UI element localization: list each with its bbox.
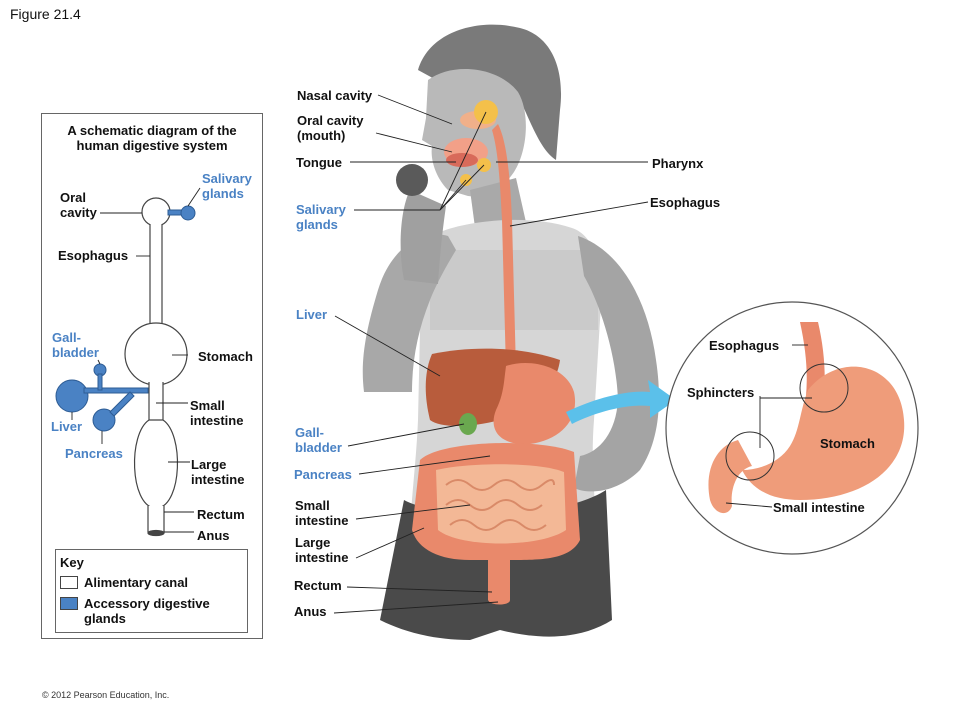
- sch-liver: [55, 379, 89, 413]
- figure-label: Figure 21.4: [10, 6, 81, 22]
- sch-label-rectum: Rectum: [197, 507, 245, 522]
- key-label-alimentary: Alimentary canal: [84, 575, 189, 590]
- sch-label-large-intestine: Large intestine: [191, 457, 245, 487]
- label-pancreas: Pancreas: [294, 467, 352, 482]
- label-esophagus: Esophagus: [650, 195, 721, 210]
- sch-label-small-intestine: Small intestine: [190, 398, 244, 428]
- rectum-shape: [488, 556, 510, 605]
- head: [422, 68, 526, 197]
- sch-large-intestine: [133, 419, 179, 509]
- label-pharynx: Pharynx: [652, 156, 704, 171]
- label-liver: Liver: [296, 307, 328, 322]
- sch-label-stomach: Stomach: [198, 349, 253, 364]
- sch-salivary-gland: [180, 205, 196, 221]
- label-salivary-glands: Salivary glands: [296, 202, 346, 232]
- inset-label-stomach: Stomach: [820, 436, 875, 451]
- label-large-intestine: Large intestine: [295, 535, 349, 565]
- sch-label-esophagus: Esophagus: [58, 248, 129, 263]
- label-oral-cavity: Oral cavity (mouth): [297, 113, 364, 143]
- inset-label-sphincters: Sphincters: [687, 385, 755, 400]
- inset-label-small-intestine: Small intestine: [773, 500, 865, 515]
- label-nasal-cavity: Nasal cavity: [297, 88, 373, 103]
- sch-oral-cavity: [141, 197, 171, 227]
- sch-stomach: [124, 322, 188, 386]
- callout-arrow: [566, 380, 676, 424]
- sch-label-liver: Liver: [51, 419, 83, 434]
- key-title: Key: [60, 555, 84, 570]
- hair: [418, 24, 562, 160]
- sch-pancreas: [92, 408, 116, 432]
- inset-stomach: [742, 366, 905, 500]
- label-small-intestine: Small intestine: [295, 498, 349, 528]
- inset-sphincter-lower: [725, 431, 775, 481]
- schematic-title: A schematic diagram of the human digesti…: [67, 123, 237, 153]
- sch-liver-duct: [83, 387, 149, 394]
- sch-label-anus: Anus: [197, 528, 230, 543]
- sch-label-oral-cavity: Oral cavity: [60, 190, 97, 220]
- sch-label-salivary-glands: Salivary glands: [202, 171, 252, 201]
- schematic-leader-lines: [71, 187, 201, 533]
- key-swatch-accessory: [60, 597, 78, 610]
- schematic-diagram: [55, 187, 201, 537]
- leader-lines: [333, 94, 812, 614]
- key-swatch-alimentary: [60, 576, 78, 589]
- label-gallbladder: Gall- bladder: [295, 425, 342, 455]
- key-label-accessory: Accessory digestive glands: [84, 596, 210, 626]
- key-box: Key Alimentary canal Accessory digestive…: [55, 549, 248, 633]
- sch-pancreatic-duct: [109, 391, 135, 417]
- label-anus: Anus: [294, 604, 327, 619]
- sch-label-pancreas: Pancreas: [65, 446, 123, 461]
- inset-small-intestine: [708, 440, 752, 514]
- copyright-notice: © 2012 Pearson Education, Inc.: [42, 690, 170, 700]
- sch-small-intestine: [149, 382, 163, 422]
- apple: [396, 164, 428, 196]
- label-tongue: Tongue: [296, 155, 342, 170]
- forearm: [400, 190, 446, 284]
- sch-esophagus: [150, 224, 162, 326]
- right-arm: [574, 236, 659, 492]
- inset-label-esophagus: Esophagus: [709, 338, 780, 353]
- stomach-shape: [493, 363, 576, 445]
- sch-gallbladder-duct: [97, 373, 103, 391]
- gallbladder-shape: [459, 413, 477, 435]
- small-intestine-coils: [445, 479, 555, 531]
- label-rectum: Rectum: [294, 578, 342, 593]
- sch-anus: [147, 529, 165, 537]
- inset-sphincter-upper: [799, 363, 849, 413]
- small-intestine-shape: [436, 464, 566, 544]
- tongue-shape: [446, 153, 478, 167]
- esophagus-tube: [492, 124, 516, 370]
- sch-label-gallbladder: Gall- bladder: [52, 330, 99, 360]
- schematic-panel: A schematic diagram of the human digesti…: [41, 113, 263, 639]
